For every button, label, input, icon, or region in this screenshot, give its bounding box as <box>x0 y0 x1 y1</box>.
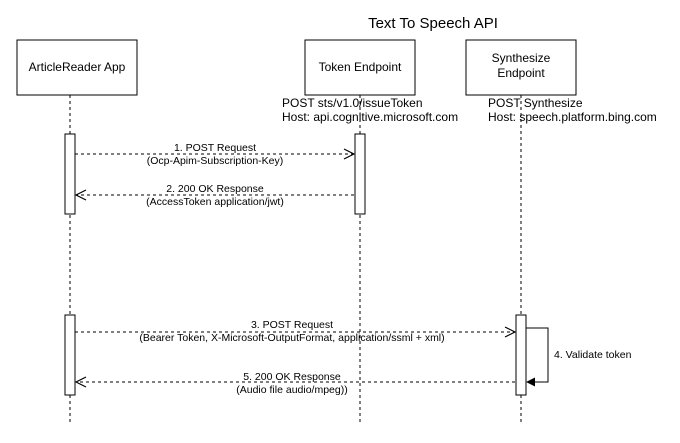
message-4-validate-token: 4. Validate token <box>526 327 632 387</box>
participant-label: Synthesize <box>492 51 551 65</box>
note-line: POST Synthesize <box>488 96 583 110</box>
message-label: (AccessToken application/jwt) <box>146 196 284 208</box>
message-1-post-request: 1. POST Request (Ocp-Apim-Subscription-K… <box>75 142 354 167</box>
message-arrow <box>526 327 549 387</box>
message-5-ok-response: 5. 200 OK Response (Audio file audio/mpe… <box>76 371 515 396</box>
message-2-ok-response: 2. 200 OK Response (AccessToken applicat… <box>76 183 354 208</box>
message-label: (Audio file audio/mpeg)) <box>236 384 347 396</box>
activation-bar-app-2 <box>64 314 76 396</box>
message-label: 1. POST Request <box>174 142 256 154</box>
message-label: 2. 200 OK Response <box>166 183 264 195</box>
message-label: (Bearer Token, X-Microsoft-OutputFormat,… <box>139 332 444 344</box>
participant-label: ArticleReader App <box>29 60 126 74</box>
activation-bar-synth <box>515 314 527 396</box>
token-endpoint-note: POST sts/v1.0/issueToken Host: api.cogni… <box>282 96 458 124</box>
synthesize-endpoint-note: POST Synthesize Host: speech.platform.bi… <box>488 96 657 124</box>
activation-bar-app-1 <box>64 133 76 215</box>
message-3-post-request: 3. POST Request (Bearer Token, X-Microso… <box>75 319 515 344</box>
note-line: Host: speech.platform.bing.com <box>488 110 657 124</box>
note-line: Host: api.cognitive.microsoft.com <box>282 110 458 124</box>
participant-token-endpoint: Token Endpoint <box>304 39 416 96</box>
participant-label: Endpoint <box>497 66 545 80</box>
diagram-title: Text To Speech API <box>368 15 498 32</box>
note-line: POST sts/v1.0/issueToken <box>282 96 423 110</box>
message-label: (Ocp-Apim-Subscription-Key) <box>147 155 284 167</box>
participant-article-reader-app: ArticleReader App <box>16 39 138 96</box>
participant-label: Token Endpoint <box>319 60 402 74</box>
participant-synthesize-endpoint: Synthesize Endpoint <box>465 39 577 96</box>
message-label: 4. Validate token <box>554 349 632 361</box>
message-label: 5. 200 OK Response <box>243 371 341 383</box>
message-label: 3. POST Request <box>251 319 333 331</box>
activation-bar-token <box>354 133 366 215</box>
